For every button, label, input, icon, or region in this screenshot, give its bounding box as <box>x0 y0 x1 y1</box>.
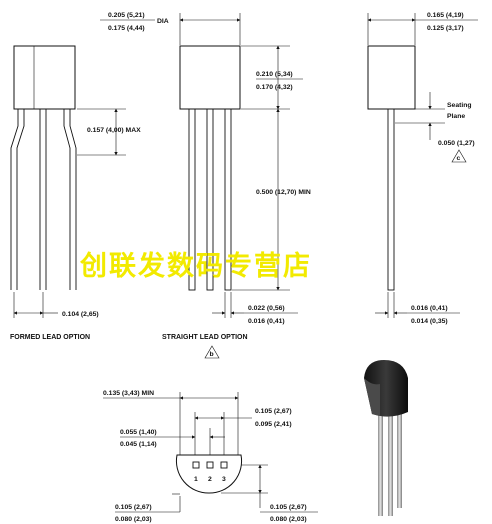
bl-top-label: 0.055 (1,40) <box>120 429 157 436</box>
lw-top-label: 0.022 (0,56) <box>248 305 285 312</box>
dia-top-label: 0.205 (5,21) <box>108 12 145 19</box>
side-width-top: 0.165 (4,19) <box>427 12 464 19</box>
formed-lead-3-inner <box>63 109 71 290</box>
bl-bottom-label: 0.045 (1,14) <box>120 441 157 448</box>
height-bottom-label: 0.170 (4,32) <box>256 84 293 91</box>
bbl-top-label: 0.105 (2,67) <box>115 504 152 511</box>
lw-bottom-label: 0.016 (0,41) <box>248 318 285 325</box>
straight-lead-3 <box>224 108 232 291</box>
photo-body-flat <box>364 378 380 416</box>
pin-pad-3 <box>220 461 228 469</box>
pin-label-2: 2 <box>208 476 212 483</box>
seating-label-2: Plane <box>447 113 465 120</box>
lt-bottom-label: 0.014 (0,35) <box>411 318 448 325</box>
formed-lead-1-outer <box>10 109 19 290</box>
straight-lead-2 <box>206 108 214 291</box>
height-top-label: 0.210 (5,34) <box>256 71 293 78</box>
lt-top-label: 0.016 (0,41) <box>411 305 448 312</box>
photo-lead-1 <box>378 408 383 516</box>
pin-pad-2 <box>206 461 214 469</box>
note-b-label: b <box>210 351 214 358</box>
formed-body <box>13 45 76 110</box>
bbl-bottom-label: 0.080 (2,03) <box>115 516 152 523</box>
btr-bottom-label: 0.095 (2,41) <box>255 421 292 428</box>
pin-label-1: 1 <box>194 476 198 483</box>
br-bottom-label: 0.080 (2,03) <box>270 516 307 523</box>
to92-transistor-photo <box>364 360 408 516</box>
pin-pad-1 <box>192 461 200 469</box>
note-c-triangle <box>451 149 467 163</box>
straight-lead-1 <box>188 108 196 291</box>
formed-lead-1-inner <box>16 109 25 290</box>
pin-label-3: 3 <box>222 476 226 483</box>
seating-gap-label: 0.050 (1,27) <box>438 140 475 147</box>
straight-body <box>179 45 241 110</box>
side-body <box>367 45 416 110</box>
side-view: 0.165 (4,19) 0.125 (3,17) Seating Plane … <box>367 12 478 325</box>
bottom-view: 0.135 (3,43) MIN 0.105 (2,67) 0.095 (2,4… <box>103 390 318 523</box>
dia-bottom-label: 0.175 (4,44) <box>108 25 145 32</box>
side-width-bottom: 0.125 (3,17) <box>427 25 464 32</box>
side-lead <box>387 108 395 291</box>
formed-pitch-label: 0.104 (2,65) <box>62 311 99 318</box>
bottom-min-label: 0.135 (3,43) MIN <box>103 390 154 397</box>
formed-caption: FORMED LEAD OPTION <box>10 334 90 341</box>
formed-lead-view: 0.157 (4,00) MAX 0.104 (2,65) FORMED LEA… <box>10 45 141 341</box>
photo-lead-3 <box>397 408 402 508</box>
note-c-label: c <box>457 155 461 162</box>
photo-lead-2 <box>388 410 393 516</box>
straight-caption: STRAIGHT LEAD OPTION <box>162 334 248 341</box>
watermark-text: 创联发数码专营店 <box>79 250 312 282</box>
lead-length-label: 0.500 (12,70) MIN <box>256 189 311 196</box>
straight-lead-view: 0.205 (5,21) 0.175 (4,44) DIA 0.210 (5,3… <box>100 12 311 359</box>
seating-label-1: Seating <box>447 102 472 109</box>
note-b-triangle <box>204 345 220 359</box>
br-top-label: 0.105 (2,67) <box>270 504 307 511</box>
dia-label: DIA <box>157 18 169 25</box>
formed-lead-3-outer <box>69 109 77 290</box>
form-max-label: 0.157 (4,00) MAX <box>87 127 141 134</box>
bottom-body-outline <box>175 454 243 494</box>
btr-top-label: 0.105 (2,67) <box>255 408 292 415</box>
